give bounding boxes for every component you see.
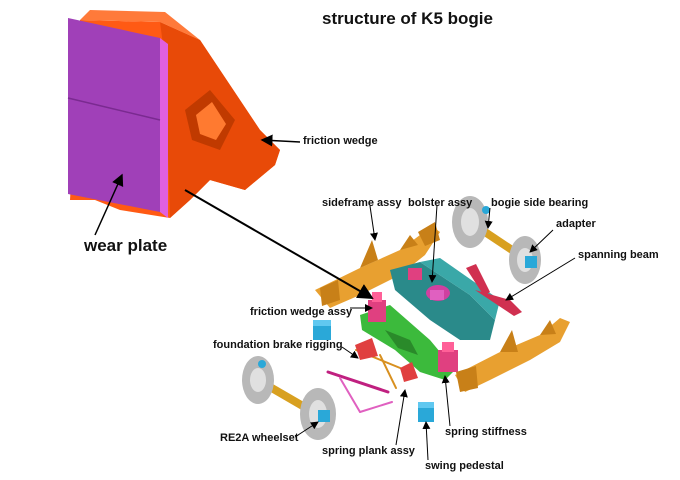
brake-rigging-illustration — [326, 264, 522, 413]
wear-plate-illustration — [67, 18, 168, 218]
leader-lines — [94, 134, 576, 461]
label-bolster-assy: bolster assy — [408, 197, 473, 209]
spring-plank-illustration — [360, 305, 455, 380]
swing-pedestals — [313, 320, 434, 422]
label-re2a-wheelset: RE2A wheelset — [220, 432, 299, 444]
label-spanning-beam: spanning beam — [578, 249, 659, 261]
label-bogie-side-bearing: bogie side bearing — [491, 197, 589, 209]
diagram-title: structure of K5 bogie — [322, 9, 493, 28]
sideframe-rear — [315, 222, 440, 308]
bolster-illustration — [390, 258, 500, 340]
wheelset-upper — [452, 196, 541, 284]
label-friction-wedge-assy: friction wedge assy — [250, 306, 353, 318]
label-spring-stiffness: spring stiffness — [445, 426, 527, 438]
label-foundation-brake-rigging: foundation brake rigging — [213, 339, 343, 351]
label-friction-wedge: friction wedge — [303, 135, 378, 147]
label-sideframe-assy: sideframe assy — [322, 197, 402, 209]
label-adapter: adapter — [556, 218, 596, 230]
sideframe-front — [455, 318, 570, 392]
label-spring-plank-assy: spring plank assy — [322, 445, 415, 457]
label-swing-pedestal: swing pedestal — [425, 460, 504, 472]
wheelset-lower — [242, 356, 336, 440]
label-wear-plate: wear plate — [84, 236, 168, 255]
